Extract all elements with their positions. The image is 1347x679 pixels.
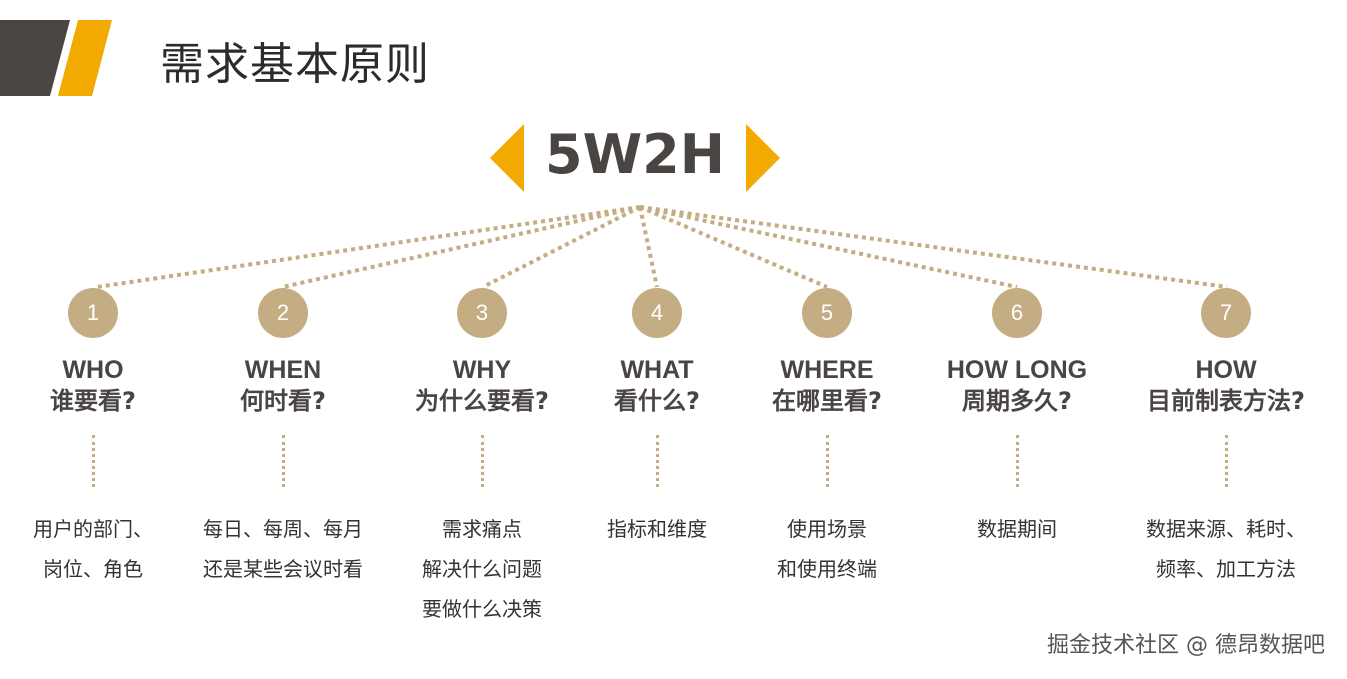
item-zh-label: 目前制表方法? [1147, 387, 1305, 415]
connector-1 [96, 205, 641, 289]
connector-4 [638, 206, 659, 288]
desc-line: 频率、加工方法 [1156, 557, 1296, 581]
number-badge: 7 [1201, 288, 1251, 338]
item-description: 指标和维度 [542, 509, 772, 549]
dotted-divider [825, 435, 829, 487]
desc-line: 用户的部门、 [33, 517, 153, 541]
item-description: 使用场景 和使用终端 [712, 509, 942, 589]
item-en-label: WHAT [620, 356, 694, 384]
item-description: 每日、每周、每月 还是某些会议时看 [168, 509, 398, 589]
connector-7 [639, 205, 1228, 289]
connector-6 [639, 205, 1018, 289]
item-en-label: WHO [62, 356, 124, 384]
dotted-divider [91, 435, 95, 487]
number-badge: 2 [258, 288, 308, 338]
item-zh-label: 看什么? [614, 387, 700, 415]
desc-line: 和使用终端 [777, 557, 877, 581]
number-badge: 4 [632, 288, 682, 338]
item-description: 数据期间 [902, 509, 1132, 549]
desc-line: 每日、每周、每月 [203, 517, 363, 541]
item-en-label: HOW LONG [946, 356, 1088, 384]
center-title: 5W2H [545, 123, 725, 186]
connector-2 [282, 205, 641, 289]
right-arrow-icon [746, 124, 780, 192]
item-zh-label: 何时看? [240, 387, 326, 415]
item-en-label: WHEN [244, 356, 322, 384]
connector-3 [482, 205, 641, 289]
connector-5 [639, 205, 828, 289]
desc-line: 需求痛点 [442, 517, 522, 541]
number-badge: 1 [68, 288, 118, 338]
item-where: 5 WHERE 在哪里看? 使用场景 和使用终端 [712, 288, 942, 589]
page-title: 需求基本原则 [160, 39, 430, 90]
dotted-divider [1015, 435, 1019, 487]
item-when: 2 WHEN 何时看? 每日、每周、每月 还是某些会议时看 [168, 288, 398, 589]
watermark: 掘金技术社区 @ 德昂数据吧 [1047, 633, 1325, 658]
item-description: 数据来源、耗时、 频率、加工方法 [1111, 509, 1341, 589]
dotted-divider [1224, 435, 1228, 487]
desc-line: 还是某些会议时看 [203, 557, 363, 581]
number-badge: 6 [992, 288, 1042, 338]
number-badge: 3 [457, 288, 507, 338]
item-what: 4 WHAT 看什么? 指标和维度 [542, 288, 772, 549]
left-arrow-icon [490, 124, 524, 192]
dotted-divider [281, 435, 285, 487]
item-description: 需求痛点 解决什么问题 要做什么决策 [367, 509, 597, 629]
item-how-long: 6 HOW LONG 周期多久? 数据期间 [902, 288, 1132, 549]
item-how: 7 HOW 目前制表方法? 数据来源、耗时、 频率、加工方法 [1111, 288, 1341, 589]
dotted-divider [480, 435, 484, 487]
item-why: 3 WHY 为什么要看? 需求痛点 解决什么问题 要做什么决策 [367, 288, 597, 629]
desc-line: 岗位、角色 [43, 557, 143, 581]
desc-line: 使用场景 [787, 517, 867, 541]
desc-line: 数据来源、耗时、 [1146, 517, 1306, 541]
item-en-label: WHY [452, 356, 512, 384]
item-description: 用户的部门、 岗位、角色 [0, 509, 208, 589]
item-zh-label: 周期多久? [962, 387, 1072, 415]
dotted-divider [655, 435, 659, 487]
desc-line: 解决什么问题 [422, 557, 542, 581]
number-badge: 5 [802, 288, 852, 338]
item-en-label: HOW [1195, 356, 1257, 384]
desc-line: 要做什么决策 [422, 597, 542, 621]
item-zh-label: 谁要看? [50, 387, 136, 415]
title-arrows [490, 124, 780, 192]
item-zh-label: 在哪里看? [772, 387, 882, 415]
desc-line: 指标和维度 [607, 517, 707, 541]
item-who: 1 WHO 谁要看? 用户的部门、 岗位、角色 [0, 288, 208, 589]
desc-line: 数据期间 [977, 517, 1057, 541]
header-decoration [0, 20, 112, 96]
item-zh-label: 为什么要看? [415, 387, 549, 415]
item-en-label: WHERE [780, 356, 874, 384]
